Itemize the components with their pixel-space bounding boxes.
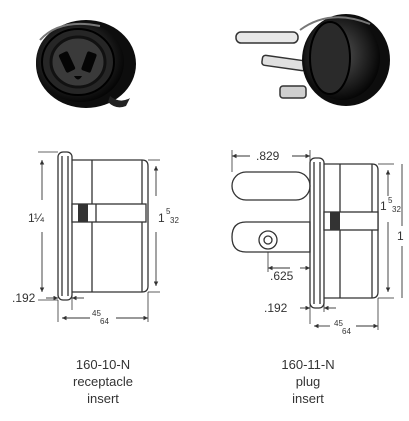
receptacle-dimension-labels: 1 ¼ 1 5 32 .192 45 64 <box>12 207 179 326</box>
receptacle-model: 160-10-N <box>75 357 131 372</box>
blade-length-dimension: .829 <box>256 149 280 163</box>
flange-dimension: .192 <box>12 291 36 305</box>
receptacle-type: receptacle <box>73 374 133 389</box>
right-height-frac-den: 32 <box>170 216 179 225</box>
receptacle-type-2: insert <box>87 391 119 406</box>
height-fraction: ¼ <box>34 211 45 225</box>
right-height-whole: 1 <box>158 211 165 225</box>
receptacle-drawing <box>38 151 160 322</box>
plug-flange-dimension: .192 <box>264 301 288 315</box>
plug-dimension-lines <box>232 153 403 329</box>
receptacle-dimension-lines <box>39 160 159 321</box>
plug-body-length-num: 45 <box>334 319 343 328</box>
plug-right-height-frac-num: 5 <box>388 196 393 205</box>
body-length-den: 64 <box>100 317 109 326</box>
height-dimension: 1 <box>28 211 35 225</box>
receptacle-photo <box>36 20 136 108</box>
plug-outer-height-whole: 1 <box>397 229 404 243</box>
plug-type-2: insert <box>292 391 324 406</box>
plug-body-length-den: 64 <box>342 327 351 336</box>
plug-caption: 160-11-N plug insert <box>243 356 373 407</box>
receptacle-caption: 160-10-N receptacle insert <box>38 356 168 407</box>
plug-dimension-labels: .829 .625 .192 1 5 32 1 45 64 <box>256 149 404 336</box>
plug-right-height-frac-den: 32 <box>392 205 401 214</box>
right-height-frac-num: 5 <box>166 207 171 216</box>
plug-type: plug <box>295 374 321 389</box>
body-length-num: 45 <box>92 309 101 318</box>
plug-drawing <box>231 150 394 330</box>
pin-offset-dimension: .625 <box>270 269 294 283</box>
plug-model: 160-11-N <box>281 357 335 372</box>
plug-right-height-whole: 1 <box>380 199 387 213</box>
plug-photo <box>235 14 390 106</box>
